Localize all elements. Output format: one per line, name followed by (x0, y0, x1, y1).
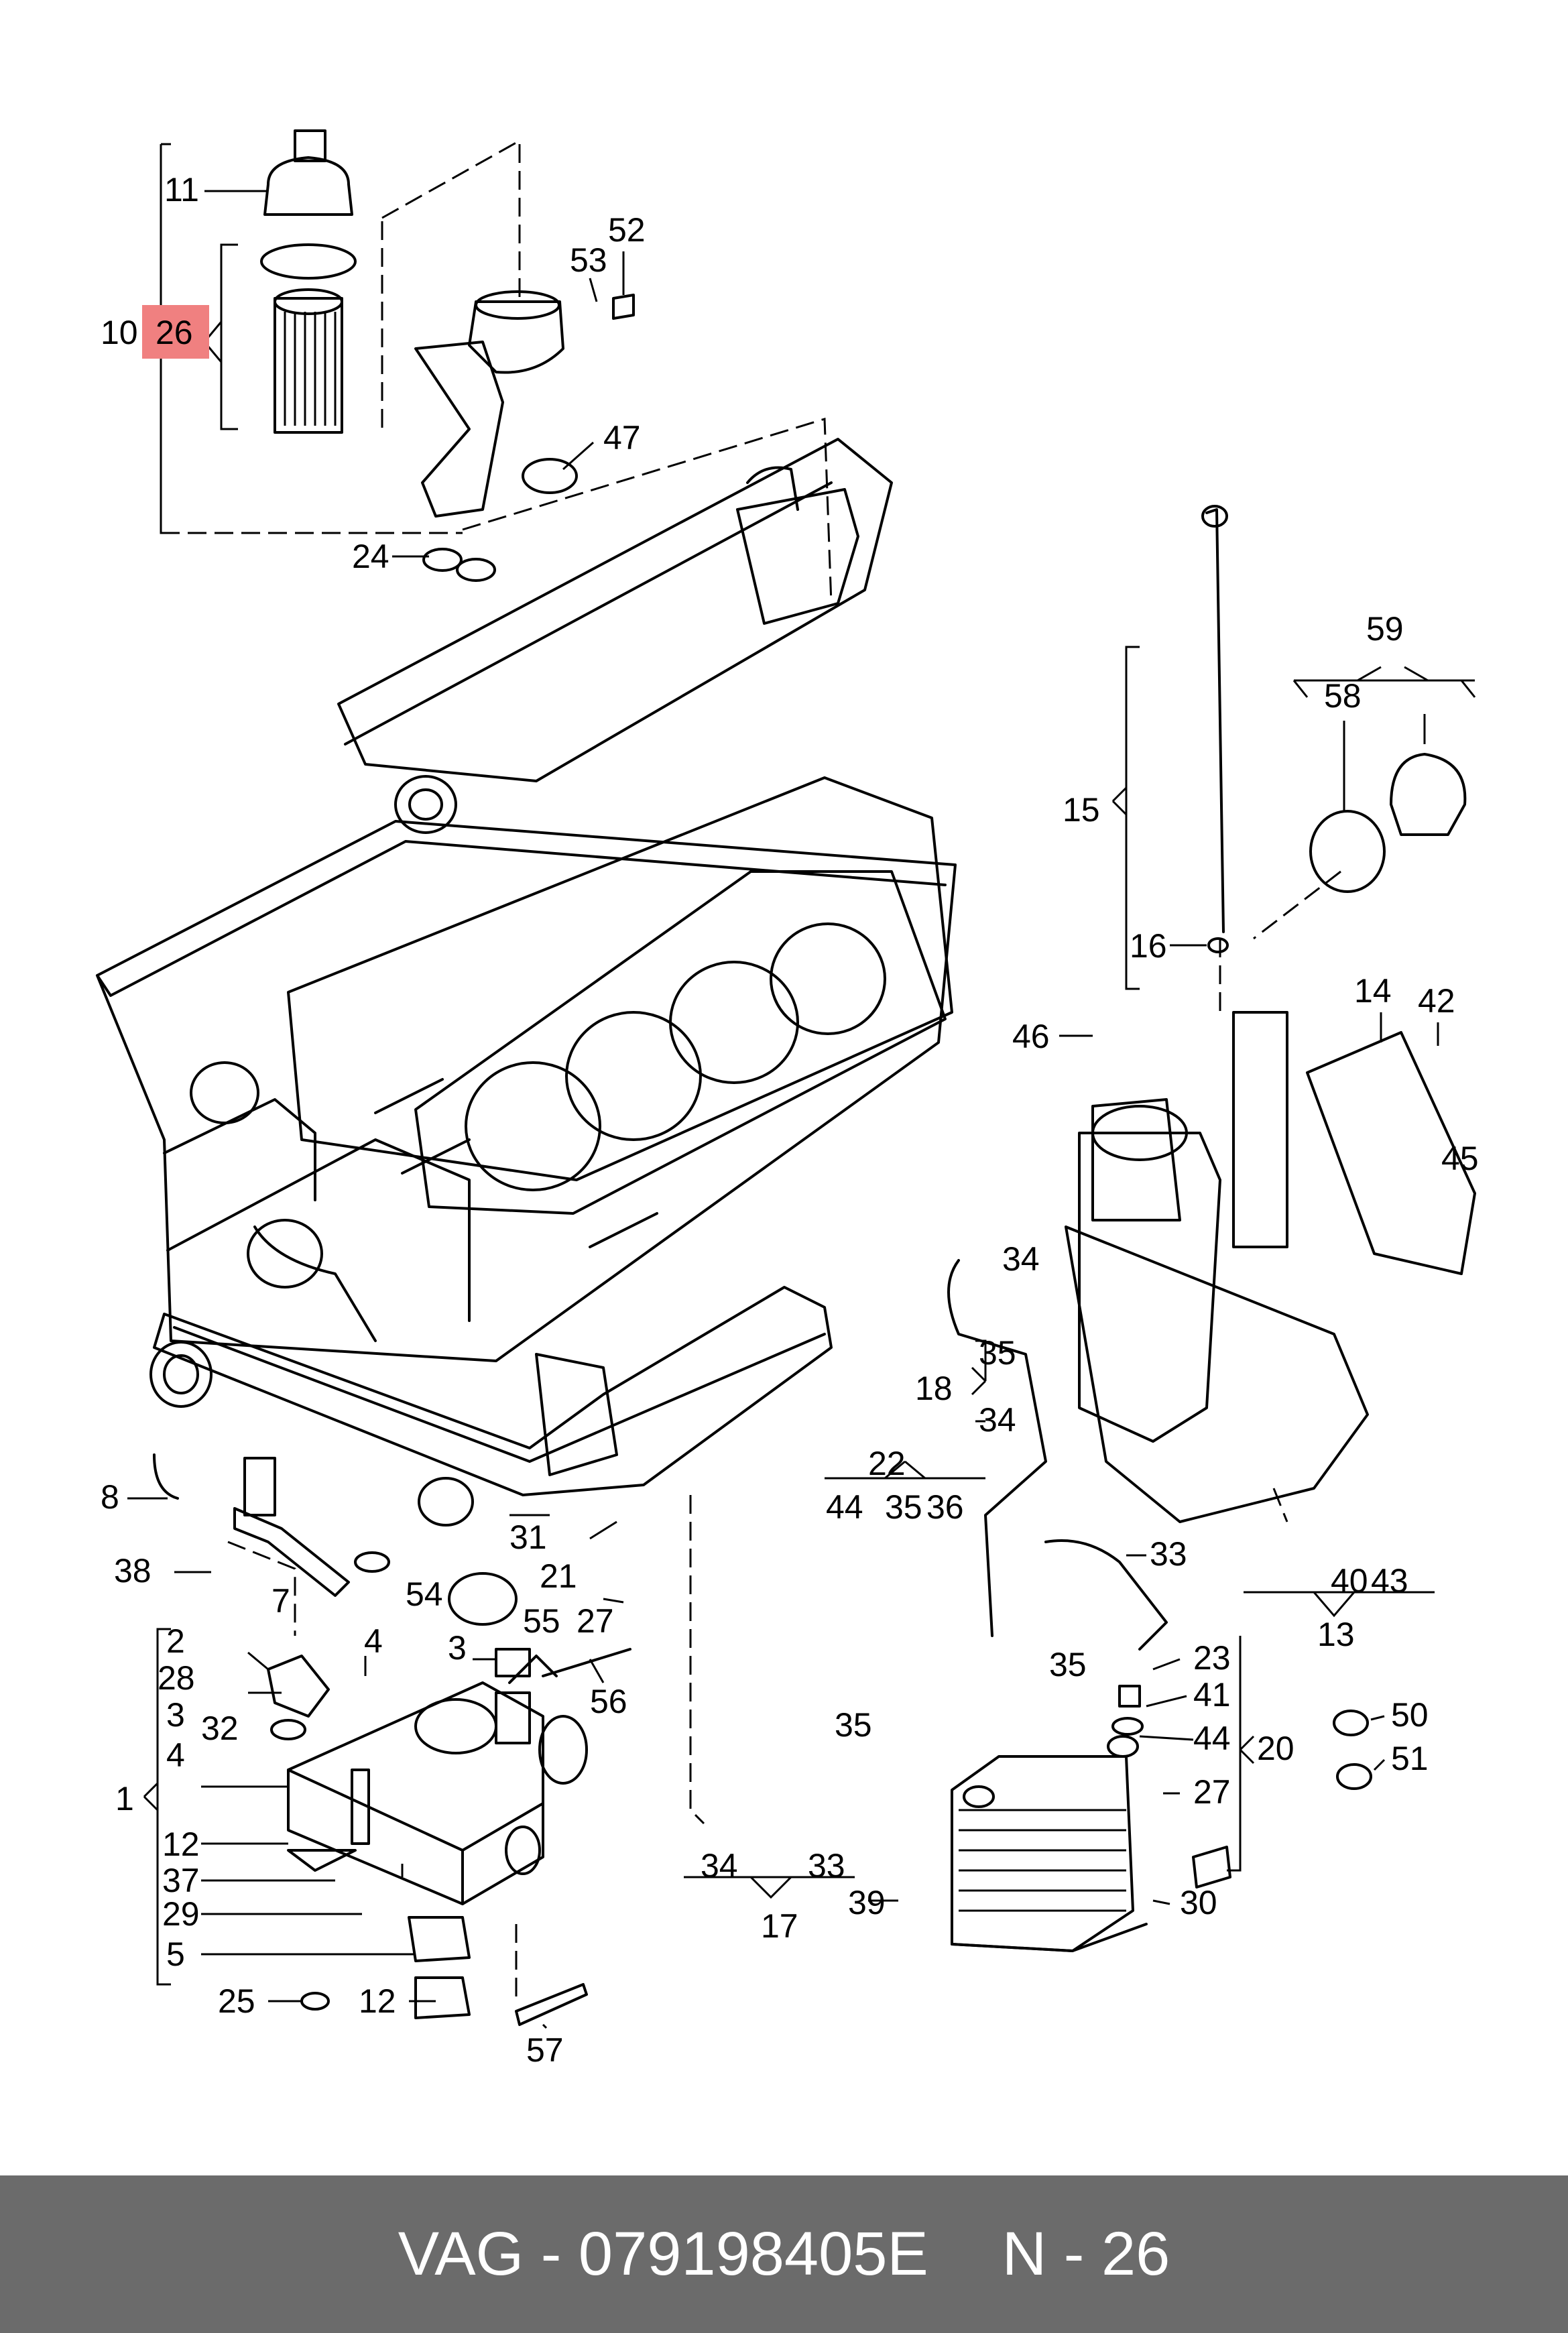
label-54: 54 (406, 1575, 443, 1613)
part-number-footer: VAG - 079198405E N - 26 (0, 2175, 1568, 2333)
label-35-upper: 35 (979, 1334, 1016, 1372)
label-2: 2 (166, 1622, 185, 1660)
label-24: 24 (352, 538, 389, 575)
label-44-lower: 44 (1193, 1720, 1231, 1757)
label-57: 57 (526, 2031, 564, 2069)
label-29: 29 (162, 1895, 200, 1933)
label-38: 38 (114, 1552, 152, 1590)
label-4-top: 4 (364, 1622, 383, 1660)
label-27-right: 27 (1193, 1773, 1231, 1811)
label-30: 30 (1180, 1884, 1217, 1921)
label-59: 59 (1366, 610, 1404, 648)
label-45: 45 (1441, 1140, 1479, 1177)
highlight-box (142, 305, 209, 359)
label-37: 37 (162, 1862, 200, 1899)
label-52: 52 (608, 211, 646, 249)
label-5: 5 (166, 1935, 185, 1973)
dipstick-and-tank-drawing (947, 505, 1476, 1651)
label-21: 21 (540, 1557, 577, 1595)
label-17: 17 (761, 1907, 798, 1945)
label-43: 43 (1371, 1562, 1408, 1600)
label-11: 11 (164, 171, 199, 208)
label-3-top: 3 (448, 1629, 467, 1667)
label-35-mid: 35 (885, 1488, 922, 1526)
label-26: 26 (156, 314, 193, 351)
label-46: 46 (1012, 1018, 1050, 1055)
label-10: 10 (101, 314, 138, 351)
label-40: 40 (1331, 1562, 1368, 1600)
label-53: 53 (570, 241, 607, 279)
label-8: 8 (101, 1478, 119, 1516)
label-56: 56 (590, 1683, 627, 1720)
label-20: 20 (1257, 1730, 1294, 1767)
label-42: 42 (1418, 982, 1455, 1020)
label-36: 36 (926, 1488, 964, 1526)
label-23: 23 (1193, 1639, 1231, 1677)
label-35-lower: 35 (835, 1706, 872, 1744)
label-50: 50 (1391, 1696, 1429, 1734)
label-31: 31 (509, 1518, 547, 1556)
label-18: 18 (915, 1370, 953, 1407)
label-34-bottom: 34 (701, 1847, 738, 1885)
label-34-mid: 34 (979, 1401, 1016, 1439)
part-labels: 11 10 26 52 53 47 24 59 58 15 16 14 42 4… (101, 171, 1479, 2069)
exploded-parts-diagram: 11 10 26 52 53 47 24 59 58 15 16 14 42 4… (96, 129, 1479, 2069)
label-41: 41 (1193, 1676, 1231, 1714)
label-58: 58 (1324, 677, 1362, 715)
brand-code: VAG - 079198405E (398, 2220, 928, 2288)
label-16: 16 (1130, 927, 1167, 965)
label-22: 22 (868, 1445, 906, 1482)
label-4-left: 4 (166, 1736, 185, 1774)
oil-cooler-drawing (951, 1685, 1372, 1952)
label-28: 28 (158, 1659, 195, 1697)
label-44-upper: 44 (826, 1488, 863, 1526)
label-15: 15 (1063, 791, 1100, 829)
label-27-left: 27 (577, 1602, 614, 1640)
bracket-lines (143, 143, 1476, 1986)
label-3-left: 3 (166, 1696, 185, 1734)
label-1: 1 (115, 1780, 134, 1817)
label-14: 14 (1354, 972, 1392, 1010)
label-34-top: 34 (1002, 1240, 1040, 1278)
label-13: 13 (1317, 1616, 1355, 1653)
label-47: 47 (603, 419, 641, 457)
label-51: 51 (1391, 1740, 1429, 1777)
page-ref: N - 26 (1002, 2220, 1170, 2288)
label-35-cooler: 35 (1049, 1646, 1087, 1683)
label-55: 55 (523, 1602, 560, 1640)
label-32: 32 (201, 1710, 239, 1747)
leader-lines (127, 190, 1439, 2029)
label-33-bottom: 33 (808, 1847, 845, 1885)
oil-filter-housing-drawing (260, 129, 635, 582)
label-33-right: 33 (1150, 1535, 1187, 1573)
label-12-lower: 12 (359, 1982, 396, 2020)
dashed-guide-lines (161, 139, 1341, 2005)
label-39: 39 (848, 1884, 886, 1921)
label-7: 7 (272, 1582, 290, 1620)
label-25: 25 (218, 1982, 255, 2020)
engine-block-drawing (96, 438, 957, 1527)
label-12-upper: 12 (162, 1826, 200, 1863)
